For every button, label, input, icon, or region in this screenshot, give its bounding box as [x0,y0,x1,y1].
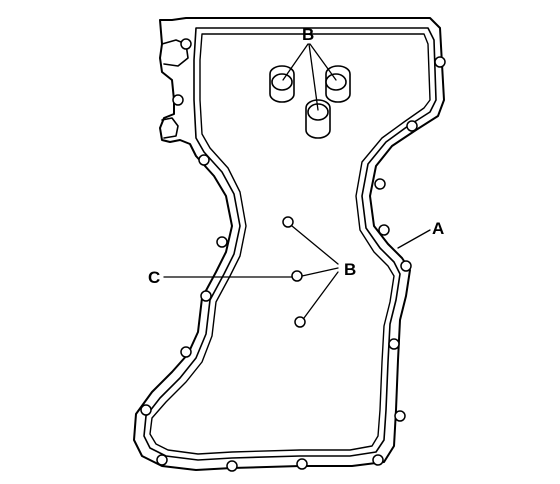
lower-left-tab [161,117,179,139]
bolt-boss [198,154,210,166]
bolt-boss [140,404,152,416]
bolt-boss [406,120,418,132]
bolt-boss [226,460,238,472]
bolt-boss [372,454,384,466]
hole-top-center [307,103,329,121]
bolt-boss [434,56,446,68]
bolt-boss [394,410,406,422]
top-b-leaders [282,43,337,111]
bolt-boss [400,260,412,272]
bolt-boss [378,224,390,236]
small-hole-upper [282,216,294,228]
label-b-middle: B [344,260,356,279]
bolt-bosses [140,38,446,472]
bolt-boss [216,236,228,248]
hole-top-left [271,73,293,91]
middle-b-leaders [291,225,339,319]
upper-left-tab [161,39,189,67]
a-leader [397,229,431,249]
bolt-boss [172,94,184,106]
bolt-boss [156,454,168,466]
label-b-top: B [302,25,314,44]
small-hole-middle [291,270,303,282]
bolt-boss [388,338,400,350]
bolt-boss [374,178,386,190]
top-hole-group [269,65,351,139]
hole-top-right [325,73,347,91]
cover-outline [133,17,445,471]
bolt-boss [180,346,192,358]
label-c: C [148,268,160,287]
bolt-boss [296,458,308,470]
bolt-boss [180,38,192,50]
small-hole-lower [294,316,306,328]
bolt-boss [200,290,212,302]
gasket-bead-outer [143,27,437,461]
label-a: A [432,219,444,238]
gasket-bead-inner [149,33,431,455]
